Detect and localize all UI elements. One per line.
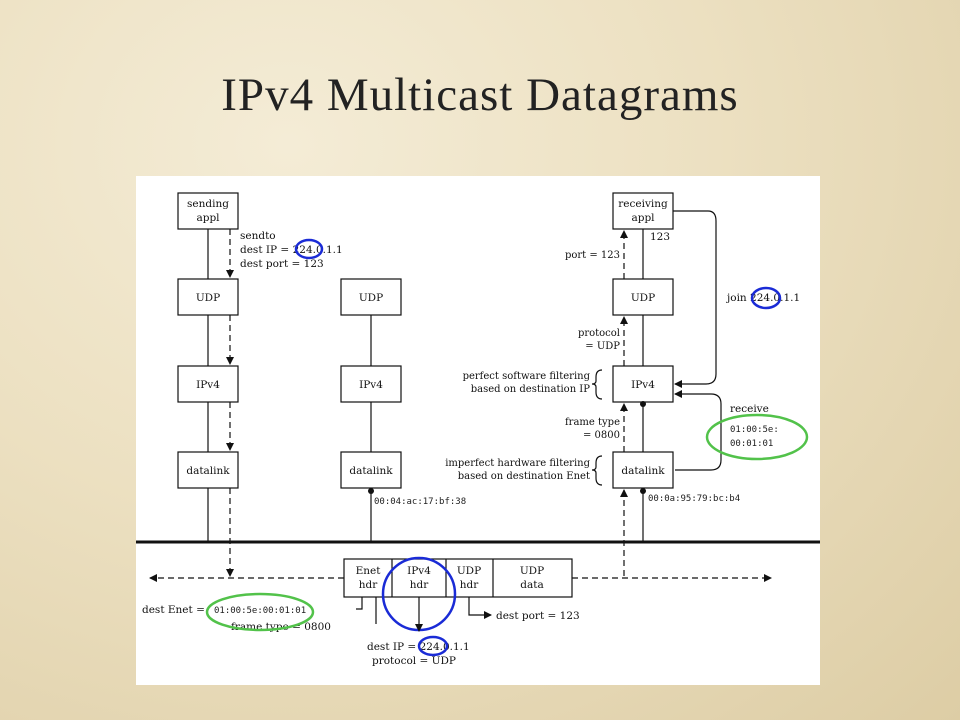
diagram-svg: sending appl UDP IPv4 datalink sendto de… [136, 192, 820, 667]
frame-type-line1: frame type [565, 417, 620, 428]
receive-mac-line2: 00:01:01 [730, 439, 773, 449]
sender-ipv4-label: IPv4 [196, 379, 220, 391]
sender-datalink-box: datalink [177, 451, 239, 489]
receiver-udp-label: UDP [631, 292, 655, 304]
sender-224-highlight [294, 238, 324, 260]
sender-datalink-label: datalink [186, 465, 230, 477]
receiver-udp-box: UDP [612, 278, 674, 316]
sender-dest-ip: dest IP = 224.0.1.1 [240, 244, 343, 256]
receiver-ipv4-box: IPv4 [612, 365, 674, 403]
middle-datalink-label: datalink [349, 465, 393, 477]
packet-enet-line2: hdr [359, 579, 378, 591]
middle-ipv4-label: IPv4 [359, 379, 383, 391]
sender-udp-box: UDP [177, 278, 239, 316]
packet-enet-line1: Enet [356, 565, 382, 577]
receiver-datalink-box: datalink [612, 451, 674, 489]
receiver-appl-line1: receiving [618, 198, 668, 210]
sender-appl-line2: appl [196, 212, 220, 224]
packet-udp-hdr-line1: UDP [457, 565, 481, 577]
packet-udp-data-line2: data [520, 579, 543, 591]
dest-enet-label: dest Enet = [142, 604, 205, 616]
receiver-protocol-line2: = UDP [585, 341, 620, 352]
receiver-ipv4-label: IPv4 [631, 379, 655, 391]
packet-224-highlight [417, 635, 449, 657]
packet-protocol: protocol = UDP [372, 655, 456, 667]
receiver-appl-box: receiving appl [612, 192, 674, 230]
middle-mac: 00:04:ac:17:bf:38 [374, 497, 466, 507]
sender-ipv4-box: IPv4 [177, 365, 239, 403]
packet-dest-port: dest port = 123 [496, 610, 580, 622]
middle-udp-box: UDP [340, 278, 402, 316]
packet-frame-type: frame type = 0800 [231, 621, 331, 633]
receiver-mac: 00:0a:95:79:bc:b4 [648, 494, 740, 504]
middle-udp-label: UDP [359, 292, 383, 304]
join-label: join 224.0.1.1 [725, 292, 800, 304]
hardware-filter-line1: imperfect hardware filtering [445, 458, 590, 469]
receiver-port-label: port = 123 [565, 250, 620, 261]
sender-appl-line1: sending [187, 198, 229, 210]
middle-datalink-box: datalink [340, 451, 402, 489]
packet-udp-hdr-line2: hdr [460, 579, 479, 591]
sender-dest-port: dest port = 123 [240, 258, 324, 270]
receiver-protocol-line1: protocol [578, 328, 620, 339]
software-filter-line1: perfect software filtering [463, 371, 591, 382]
receiver-port-value: 123 [650, 231, 670, 243]
sender-appl-box: sending appl [177, 192, 239, 230]
packet-udp-data-line1: UDP [520, 565, 544, 577]
join-224-highlight [750, 286, 782, 310]
middle-ipv4-box: IPv4 [340, 365, 402, 403]
receive-mac-highlight [705, 413, 809, 461]
receive-label: receive [730, 403, 769, 415]
receive-mac-line1: 01:00:5e: [730, 425, 779, 435]
sender-udp-label: UDP [196, 292, 220, 304]
sendto-label: sendto [240, 230, 276, 242]
hardware-filter-line2: based on destination Enet [458, 471, 590, 482]
receiver-datalink-label: datalink [621, 465, 665, 477]
software-filter-line2: based on destination IP [471, 384, 591, 395]
dest-enet-value: 01:00:5e:00:01:01 [214, 606, 306, 616]
packet-diagram: Enet hdr IPv4 hdr UDP hdr UDP data [343, 558, 573, 598]
slide-title: IPv4 Multicast Datagrams [221, 69, 739, 121]
frame-type-line2: = 0800 [583, 430, 620, 441]
receiver-appl-line2: appl [631, 212, 655, 224]
dest-enet-highlight [205, 592, 315, 632]
packet-ipv4-line1: IPv4 [407, 565, 431, 577]
packet-dest-ip: dest IP = 224.0.1.1 [367, 641, 470, 653]
multicast-diagram: sending appl UDP IPv4 datalink sendto de… [136, 176, 820, 685]
packet-ipv4-line2: hdr [410, 579, 429, 591]
